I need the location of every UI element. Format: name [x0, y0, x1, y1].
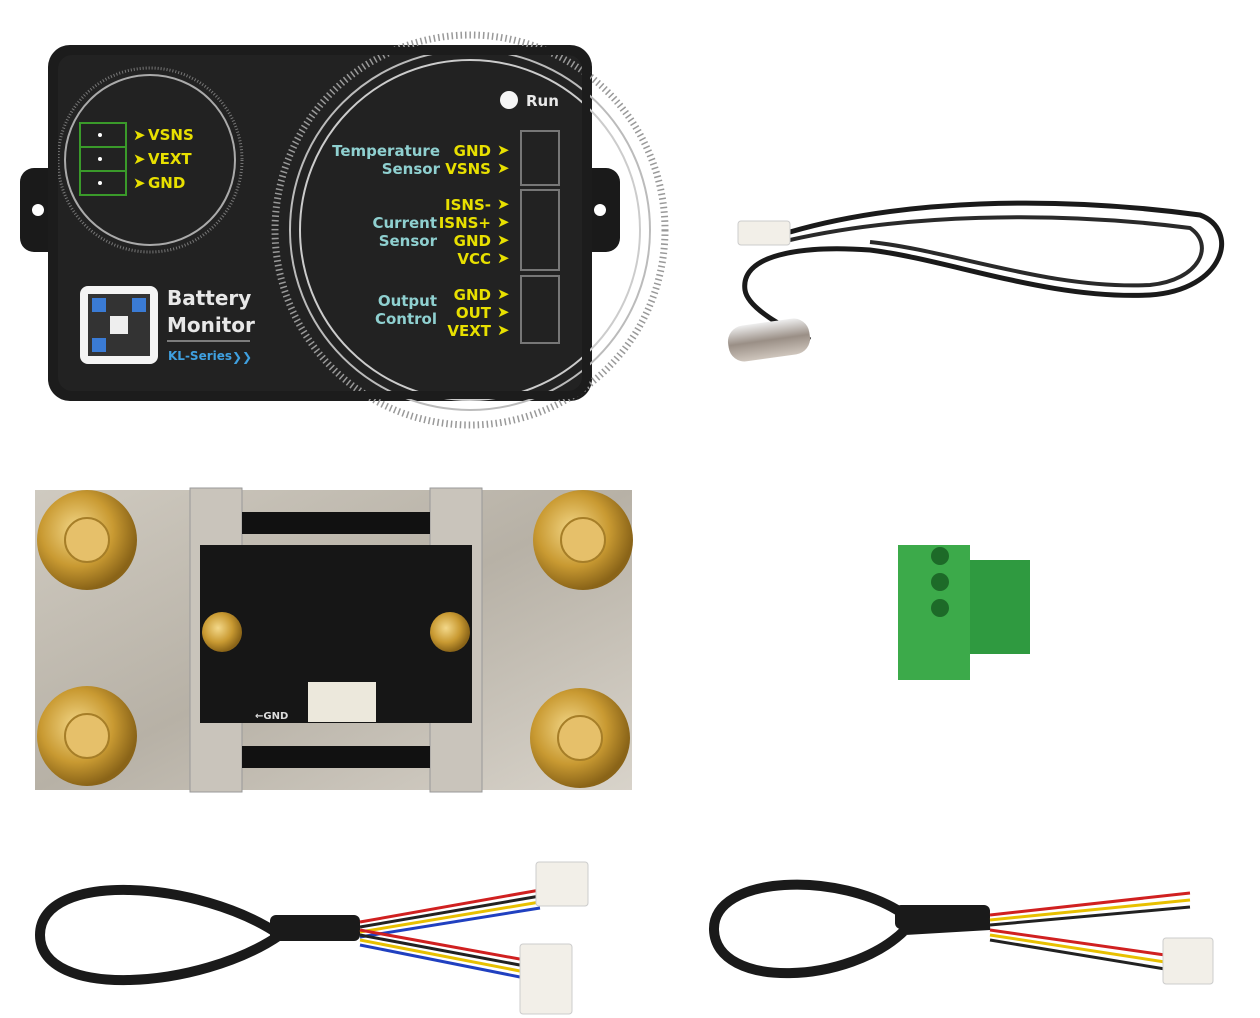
svg-text:➤: ➤: [497, 303, 510, 321]
output-cable-3pin: [708, 879, 1214, 985]
sensor-cable-4pin: [34, 861, 589, 1015]
current-sensor-label-2: Sensor: [379, 232, 438, 250]
current-shunt: ←GND: [35, 487, 633, 793]
screw-icon: [202, 612, 242, 652]
brand-title-line1: Battery: [167, 286, 251, 310]
pin-arrow-icon: ➤: [133, 174, 146, 192]
probe-connector: [737, 220, 791, 246]
current-sensor-label: Current: [372, 214, 437, 232]
pin-label: GND: [454, 142, 491, 160]
pin-label: GND: [454, 286, 491, 304]
svg-text:➤: ➤: [497, 321, 510, 339]
mounting-hole-left: [32, 204, 44, 216]
connector-outlines: [520, 130, 560, 344]
brass-bolts: [37, 490, 633, 788]
output-control-label-2: Control: [375, 310, 437, 328]
series-label: KL-Series: [168, 349, 232, 363]
pin-label: VEXT: [447, 322, 491, 340]
mounting-hole-right: [594, 204, 606, 216]
pin-arrow-icon: ➤: [133, 150, 146, 168]
svg-text:➤: ➤: [497, 159, 510, 177]
decor-arc: [64, 74, 236, 246]
output-control-label: Output: [378, 292, 437, 310]
pin-label: ISNS+: [439, 214, 491, 232]
power-terminal-diagram: [79, 122, 127, 196]
decor-arc: [299, 59, 641, 401]
svg-text:➤: ➤: [497, 231, 510, 249]
svg-text:➤: ➤: [497, 249, 510, 267]
svg-text:➤: ➤: [497, 285, 510, 303]
run-led-icon: [500, 91, 518, 109]
shunt-connector: [308, 682, 376, 722]
temperature-probe: [727, 200, 1225, 362]
pin-label: VSNS: [148, 126, 194, 144]
pin-label: VSNS: [445, 160, 491, 178]
temperature-sensor-label: Temperature: [332, 142, 440, 160]
pin-label: GND: [148, 174, 185, 192]
svg-text:➤: ➤: [497, 213, 510, 231]
pin-arrow-icon: ➤: [133, 126, 146, 144]
temperature-sensor-label-2: Sensor: [382, 160, 441, 178]
green-terminal-block: [898, 545, 1030, 680]
screw-icon: [430, 612, 470, 652]
pin-label: VEXT: [148, 150, 192, 168]
pin-arrow-icons: ➤➤➤➤ ➤➤➤➤➤: [497, 141, 510, 339]
pin-label: ISNS-: [445, 196, 491, 214]
qr-code-icon: [80, 286, 158, 364]
chevrons-icon: ❯❯: [232, 350, 252, 364]
probe-tip: [727, 318, 811, 362]
pcb-gnd-label: ←GND: [255, 711, 288, 722]
svg-text:➤: ➤: [497, 141, 510, 159]
pin-label: OUT: [456, 304, 492, 322]
pin-label: GND: [454, 232, 491, 250]
svg-text:➤: ➤: [497, 195, 510, 213]
battery-monitor-device: Run ➤ VSNS ➤ VEXT ➤ GND Temperature Sens…: [20, 31, 669, 429]
run-label: Run: [526, 92, 559, 110]
pin-label: VCC: [457, 250, 491, 268]
brand-title-line2: Monitor: [167, 313, 255, 337]
